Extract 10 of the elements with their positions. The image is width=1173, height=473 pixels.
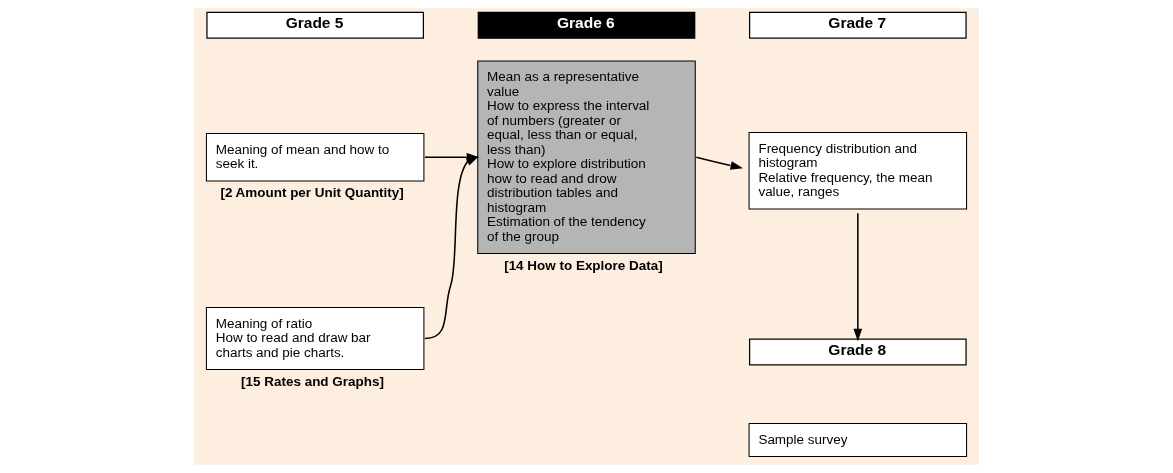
- node-box: Grade 7: [749, 11, 967, 39]
- node-box: Grade 8: [749, 338, 967, 366]
- node-label: [2 Amount per Unit Quantity]: [220, 185, 404, 201]
- arrow: [424, 156, 479, 340]
- arrow: [695, 156, 743, 170]
- node-label: [15 Rates and Graphs]: [241, 373, 384, 389]
- node-label: [14 How to Explore Data]: [504, 257, 663, 273]
- node-box: Grade 6: [477, 11, 696, 39]
- node-box: Grade 5: [206, 11, 424, 39]
- arrow: [853, 212, 863, 342]
